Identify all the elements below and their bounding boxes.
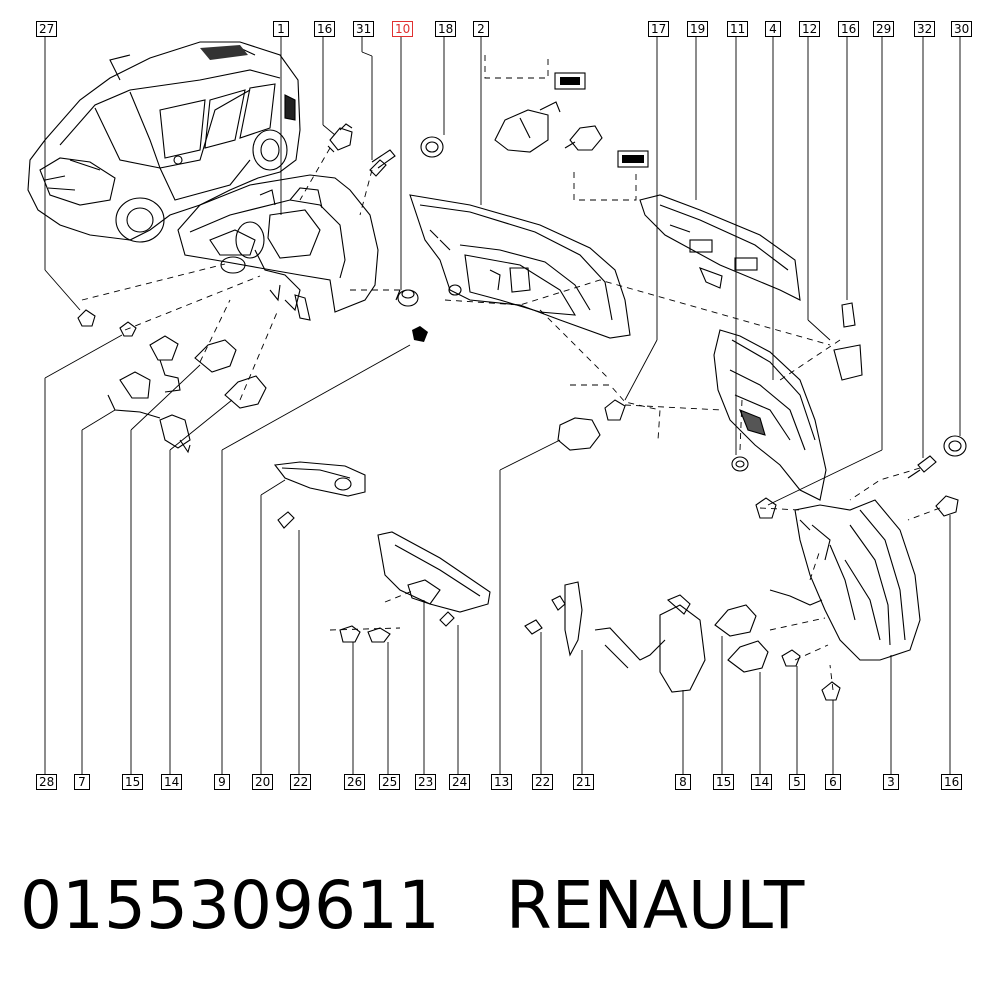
callout-24: 24: [449, 774, 471, 790]
part-28-clip: [77, 309, 96, 327]
callout-25: 25: [379, 774, 401, 790]
callout-16c: 16: [941, 774, 963, 790]
part-caption: 0155309611 RENAULT: [20, 856, 980, 956]
part-bulb-small: [564, 125, 603, 151]
callout-8: 8: [675, 774, 691, 790]
part-bulb-large: [494, 101, 561, 153]
callout-5: 5: [789, 774, 805, 790]
part-29-clip: [755, 497, 777, 519]
part-20-reflector: [273, 461, 366, 497]
part-number: 0155309611: [20, 867, 440, 944]
callout-20: 20: [252, 774, 274, 790]
callout-15: 15: [122, 774, 144, 790]
part-19-harness-bar: [639, 194, 801, 301]
callout-14b: 14: [751, 774, 773, 790]
part-4-rear-lamp-right: [713, 329, 827, 501]
part-22-screw-right: [524, 619, 543, 635]
bulb-spec-label: [554, 72, 586, 90]
callout-26: 26: [344, 774, 366, 790]
callout-1: 1: [273, 21, 289, 37]
part-1-rear-lamp-left: [177, 174, 379, 321]
brand-name: RENAULT: [505, 867, 805, 944]
callout-22: 22: [290, 774, 312, 790]
part-26-25-bulbs: [339, 625, 391, 643]
small-clips: [412, 326, 428, 342]
callout-9: 9: [214, 774, 230, 790]
callout-21: 21: [573, 774, 595, 790]
part-14-bulb-right: [727, 640, 769, 673]
callout-29: 29: [873, 21, 895, 37]
leader-lines: [44, 37, 961, 774]
callout-32: 32: [914, 21, 936, 37]
callout-16b: 16: [838, 21, 860, 37]
callout-18: 18: [435, 21, 457, 37]
part-6-clip: [821, 681, 841, 701]
part-2-tail-lamp-center: [409, 194, 631, 339]
callout-22b: 22: [532, 774, 554, 790]
callout-13: 13: [491, 774, 513, 790]
part-18-grommet: [420, 136, 444, 158]
callout-12: 12: [799, 21, 821, 37]
callout-23: 23: [415, 774, 437, 790]
callout-31: 31: [353, 21, 375, 37]
callout-2: 2: [473, 21, 489, 37]
callout-14: 14: [161, 774, 183, 790]
part-23-license-lamp: [377, 531, 491, 627]
part-15-bulb-left: [194, 339, 237, 373]
part-15-bulb-right: [714, 589, 823, 637]
part-5-clip: [781, 649, 801, 667]
part-31-screw: [369, 149, 396, 177]
part-30-grommet: [943, 435, 967, 457]
part-32-screw: [907, 455, 937, 479]
part-16-small-bulb: [935, 495, 959, 517]
callout-15b: 15: [713, 774, 735, 790]
part-14-bulb-left: [224, 375, 267, 409]
callout-11: 11: [727, 21, 749, 37]
callout-17: 17: [648, 21, 670, 37]
part-10-clip: [395, 289, 419, 307]
callout-10-highlighted: 10: [392, 21, 414, 37]
part-11-nut: [731, 456, 749, 472]
part-22-screw-left: [277, 511, 295, 529]
part-clip-small: [119, 321, 137, 337]
part-21-bracket: [551, 581, 583, 657]
assembly-lines: [81, 55, 941, 691]
callout-27: 27: [36, 21, 58, 37]
part-12-bulb-holder: [833, 302, 863, 381]
callout-7: 7: [74, 774, 90, 790]
callout-3: 3: [883, 774, 899, 790]
part-3-rear-lamp-outer: [794, 499, 921, 661]
callout-28: 28: [36, 774, 58, 790]
vehicle-illustration: [27, 41, 301, 243]
part-7-bulb-holder-harness: [107, 335, 191, 454]
part-8-bulb-holder-harness: [594, 594, 706, 693]
callout-6: 6: [825, 774, 841, 790]
part-13-bulb-socket: [557, 399, 626, 451]
exploded-parts-diagram: [27, 37, 967, 774]
callout-19: 19: [687, 21, 709, 37]
part-16-bulb: [327, 123, 353, 153]
callout-16: 16: [314, 21, 336, 37]
callout-30: 30: [951, 21, 973, 37]
callout-4: 4: [765, 21, 781, 37]
